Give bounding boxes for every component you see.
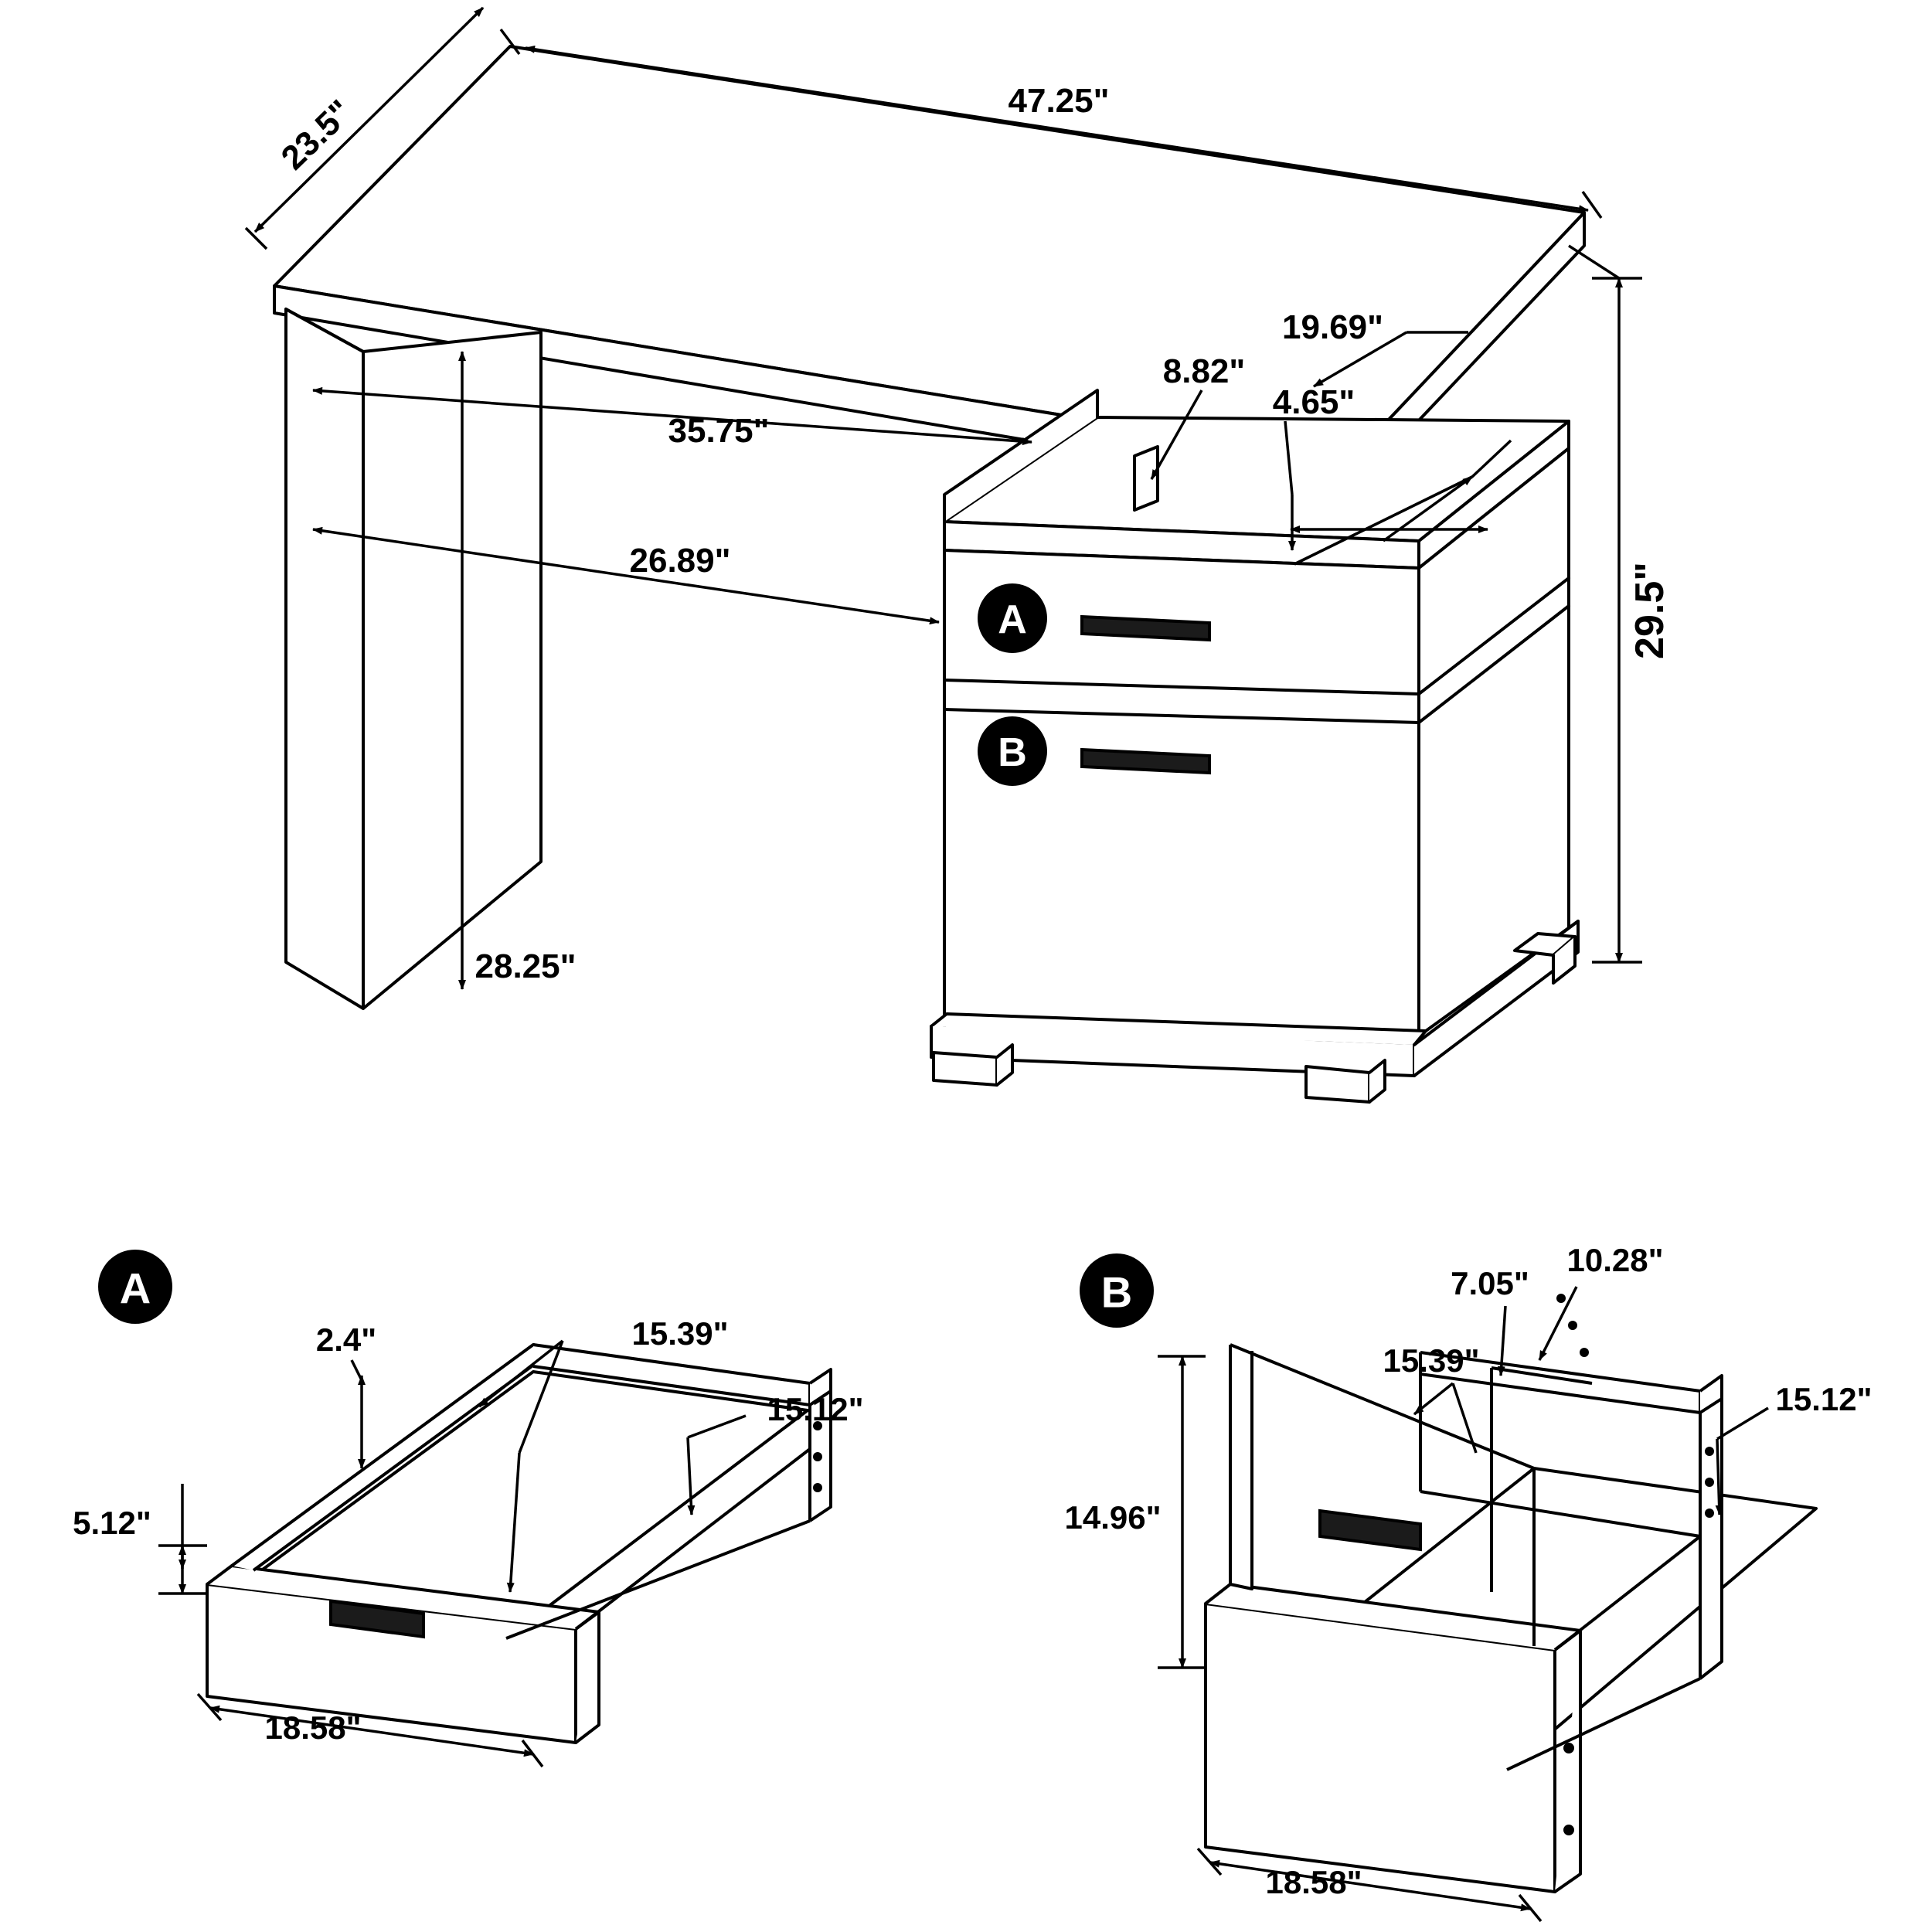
- drawer-b-handle: [1318, 1509, 1422, 1552]
- dim-b-front-width: 18.58": [1265, 1864, 1362, 1900]
- callout-a-detail: [98, 1250, 172, 1324]
- dim-clearance-width-lower: 26.89": [630, 542, 731, 580]
- callout-b-detail-label: B: [1101, 1268, 1132, 1317]
- callout-a-desk: [978, 583, 1047, 653]
- dim-drawer-inset: 4.65": [1273, 383, 1355, 421]
- drawer-b-geometry: [1204, 1294, 1818, 1893]
- dim-cabinet-depth: 19.69": [1282, 308, 1383, 346]
- drawer-b-dimension-labels: 10.28" 7.05" 15.39" 15.12" 14.96" 18.58": [1064, 1242, 1872, 1900]
- dim-depth-top: 23.5": [274, 93, 360, 177]
- dim-width-top: 47.25": [1009, 82, 1110, 120]
- callout-a-desk-label: A: [998, 597, 1027, 642]
- dim-b-inner-depth: 15.12": [1775, 1381, 1872, 1417]
- dim-a-height: 5.12": [73, 1505, 151, 1541]
- drawer-a-geometry: [206, 1343, 832, 1744]
- desk-geometry: [273, 45, 1586, 1104]
- main-view-callouts: A B: [978, 583, 1047, 786]
- drawer-a-dimension-lines: [158, 1339, 747, 1768]
- dim-b-inner-width: 15.39": [1383, 1342, 1479, 1379]
- drawer-handles: [1080, 614, 1211, 775]
- dim-leg-height: 28.25": [475, 947, 577, 985]
- dim-a-inner-depth: 15.12": [767, 1391, 863, 1427]
- drawer-b-callout: B: [1080, 1253, 1154, 1328]
- dim-b-height: 14.96": [1064, 1499, 1161, 1536]
- dim-a-front-thickness: 2.4": [316, 1321, 376, 1358]
- dim-b-divider-top: 10.28": [1566, 1242, 1663, 1278]
- callout-b-desk-label: B: [998, 730, 1027, 775]
- dim-b-divider-mid: 7.05": [1451, 1265, 1529, 1301]
- drawer-a-handle: [329, 1599, 425, 1639]
- main-view-dimension-lines: [244, 6, 1642, 990]
- drawer-a-dimension-labels: 2.4" 15.39" 15.12" 5.12" 18.58": [73, 1315, 863, 1746]
- callout-b-desk: [978, 716, 1047, 786]
- callout-a-detail-label: A: [120, 1264, 151, 1313]
- dim-overall-height: 29.5": [1628, 562, 1672, 659]
- dim-a-inner-width: 15.39": [631, 1315, 728, 1352]
- dim-clearance-width: 35.75": [668, 412, 770, 450]
- dim-a-front-width: 18.58": [264, 1709, 361, 1746]
- drawer-b-dimension-lines: [1158, 1286, 1769, 1923]
- drawer-a-callout: A: [98, 1250, 172, 1324]
- callout-b-detail: [1080, 1253, 1154, 1328]
- dim-drawer-gap-height: 8.82": [1163, 352, 1246, 390]
